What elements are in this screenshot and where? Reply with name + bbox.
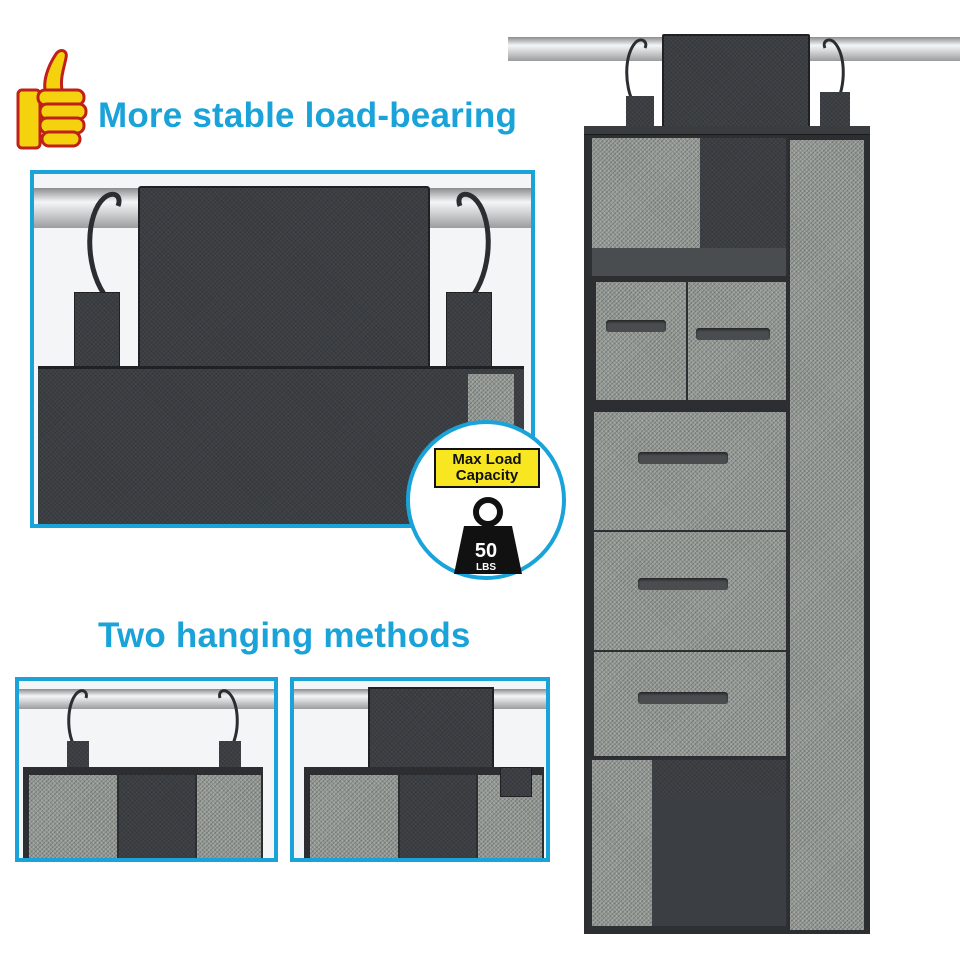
velcro-flap xyxy=(368,687,494,771)
max-load-label: Max Load Capacity xyxy=(434,448,540,488)
drawer-large-3[interactable] xyxy=(592,650,788,758)
side-panel-right xyxy=(790,140,864,930)
weight-value: 50 xyxy=(474,540,498,562)
drawer-small-right[interactable] xyxy=(686,280,788,402)
hook-left-icon xyxy=(87,191,122,304)
hanging-organizer xyxy=(584,126,870,934)
thumbs-up-icon xyxy=(16,49,88,150)
organizer-top xyxy=(304,767,544,858)
drawer-small-left[interactable] xyxy=(594,280,688,402)
drawer-handle[interactable] xyxy=(638,692,728,704)
drawer-handle[interactable] xyxy=(696,328,770,340)
open-shelf-bottom xyxy=(588,758,788,930)
drawer-handle[interactable] xyxy=(638,578,728,590)
weight-icon xyxy=(454,497,522,574)
strap-right xyxy=(219,741,241,771)
hook-left-icon xyxy=(625,38,648,114)
hook-left-icon xyxy=(67,689,88,761)
drawer-handle[interactable] xyxy=(606,320,666,332)
hook-right-icon xyxy=(218,689,239,761)
drawer-handle[interactable] xyxy=(638,452,728,464)
organizer-top xyxy=(23,767,263,858)
strap-right xyxy=(446,292,492,374)
weight-unit: LBS xyxy=(476,562,496,573)
closet-rod xyxy=(19,689,274,709)
hook-right-icon xyxy=(456,191,491,304)
hanging-method-velcro-panel xyxy=(290,677,550,862)
headline-hanging-methods: Two hanging methods xyxy=(98,616,471,655)
headline-load-bearing: More stable load-bearing xyxy=(98,96,518,135)
velcro-flap xyxy=(138,186,430,370)
drawer-large-2[interactable] xyxy=(592,530,788,652)
velcro-flap xyxy=(662,34,810,138)
hanging-method-hooks-panel xyxy=(15,677,278,862)
strap-left xyxy=(74,292,120,374)
strap-left xyxy=(67,741,89,771)
open-shelf-top xyxy=(588,136,788,276)
drawer-large-1[interactable] xyxy=(592,410,788,532)
load-bearing-detail-panel xyxy=(30,170,535,528)
max-load-badge: Max Load Capacity 50 LBS xyxy=(406,420,566,580)
strap-right xyxy=(820,92,850,132)
